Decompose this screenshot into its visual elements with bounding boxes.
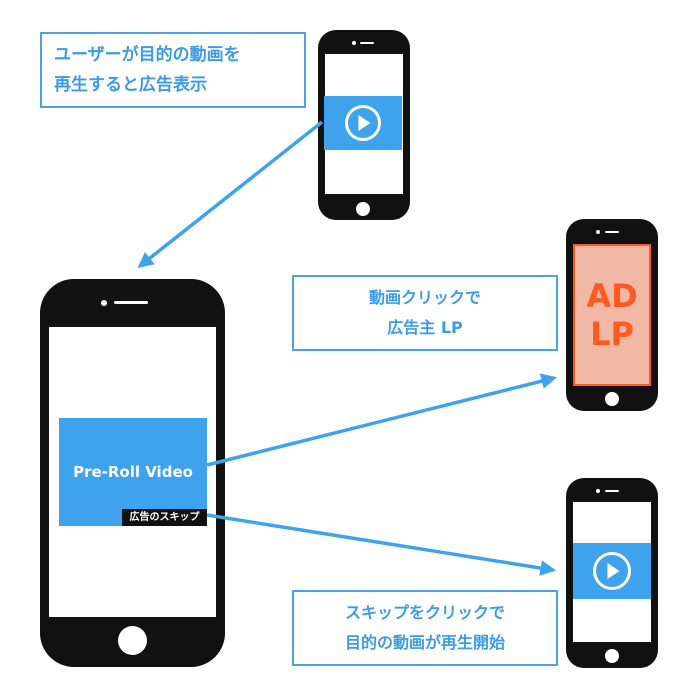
callout-skip-click-line1: スキップをクリックで [344,603,505,622]
phone-bottom-camera [596,489,600,493]
callout-video-click-line2: 広告主 LP [387,318,463,337]
callout-user-play-line2: 再生すると広告表示 [54,75,207,95]
phone-ad-camera [596,230,600,234]
play-icon[interactable] [345,105,381,141]
phone-top-speaker [360,42,374,44]
callout-user-play-line1: ユーザーが目的の動画を [54,45,241,65]
phone-bottom-home-button [605,649,619,663]
callout-user-play: ユーザーが目的の動画を 再生すると広告表示 [40,32,306,108]
pre-roll-video[interactable]: Pre-Roll Video [59,418,207,526]
callout-skip-click: スキップをクリックで 目的の動画が再生開始 [292,590,558,666]
phone-top-camera [352,41,356,45]
phone-ad-speaker [605,231,619,233]
ad-landing-line1: AD [586,277,638,315]
phone-top-home-button [356,202,370,216]
phone-top-video[interactable] [324,96,402,150]
phone-ad-home-button [605,392,619,406]
ad-landing-page[interactable]: AD LP [573,244,651,386]
phone-bottom-speaker [605,490,619,492]
phone-main-home-button [118,626,147,655]
skip-ad-button[interactable]: 広告のスキップ [122,509,207,526]
phone-main-speaker [114,301,148,304]
play-icon[interactable] [593,552,631,590]
arrow-to-ad-phone [206,373,558,467]
phone-ad: AD LP [566,219,658,411]
arrow-to-main-phone [137,120,324,268]
skip-ad-label: 広告のスキップ [129,512,200,523]
phone-main-camera [101,300,107,306]
pre-roll-video-label: Pre-Roll Video [73,463,193,481]
ad-landing-line2: LP [590,315,634,353]
callout-skip-click-line2: 目的の動画が再生開始 [344,633,505,652]
arrow-to-bottom-phone [206,513,557,576]
callout-video-click-line1: 動画クリックで [368,288,481,307]
callout-video-click: 動画クリックで 広告主 LP [292,275,558,351]
phone-bottom-video[interactable] [573,543,651,599]
